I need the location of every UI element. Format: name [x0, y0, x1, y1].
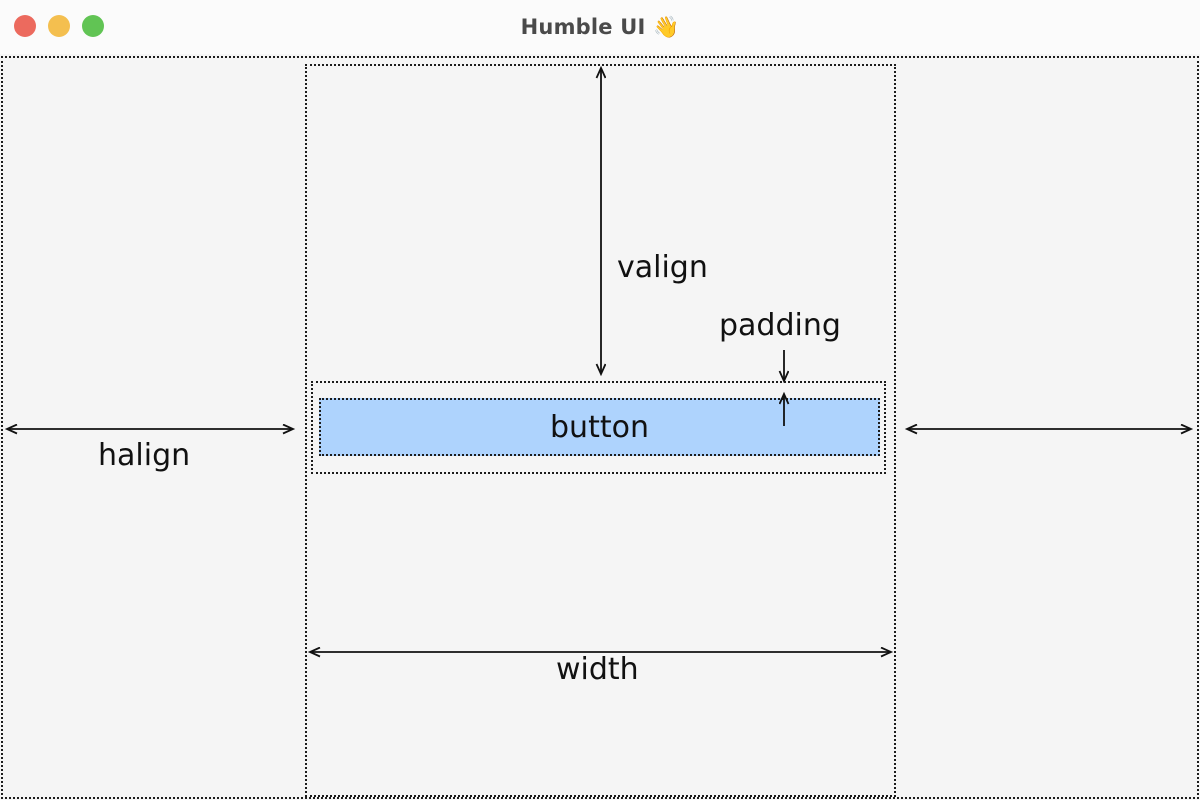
padding-box [311, 381, 886, 474]
diagram-canvas: button valign halign padding width [0, 54, 1200, 800]
valign-label: valign [617, 250, 708, 285]
window-controls [14, 15, 104, 37]
button-label: button [550, 409, 649, 445]
padding-label: padding [719, 308, 841, 343]
maximize-button[interactable] [82, 15, 104, 37]
window-title: Humble UI 👋 [520, 15, 680, 39]
outer-container-box [1, 56, 1199, 799]
title-bar: Humble UI 👋 [0, 0, 1200, 54]
width-label: width [556, 652, 639, 687]
button-widget[interactable]: button [319, 398, 880, 456]
minimize-button[interactable] [48, 15, 70, 37]
halign-label: halign [98, 438, 191, 473]
width-column-box [305, 64, 896, 797]
close-button[interactable] [14, 15, 36, 37]
